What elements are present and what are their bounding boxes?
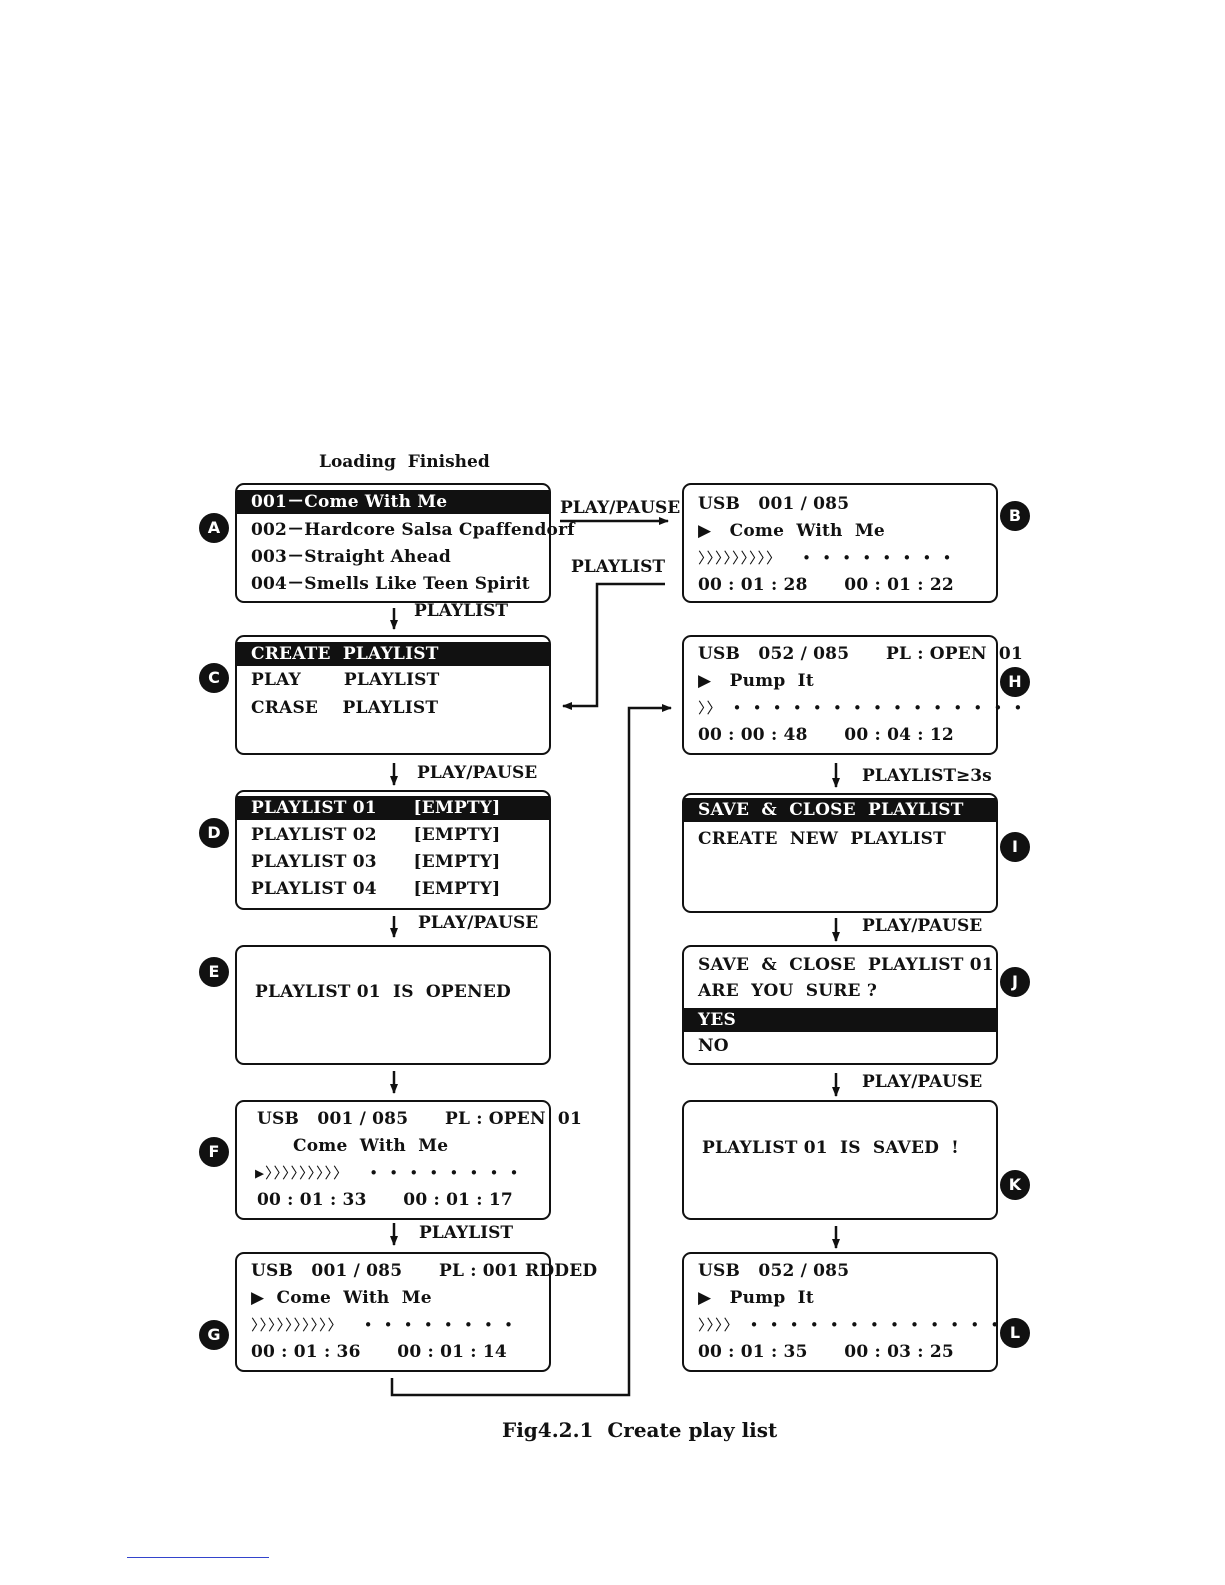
screen-d-line-2: PLAYLIST 02 [EMPTY] (251, 825, 501, 845)
badge-d: D (199, 818, 229, 848)
screen-l-line-2: ▶ Pump It (698, 1288, 814, 1308)
screen-a-line-2: 002－Hardcore Salsa Cpaffendorf (251, 520, 575, 540)
screen-c: CREATE PLAYLIST PLAY PLAYLIST CRASE PLAY… (235, 635, 551, 755)
screen-b-line-1: USB 001 / 085 (698, 494, 850, 514)
screen-e-line-1: PLAYLIST 01 IS OPENED (255, 982, 511, 1002)
label-b-to-c: PLAYLIST (571, 557, 666, 577)
screen-f-line-2: Come With Me (293, 1136, 449, 1156)
screen-j-option-no: NO (698, 1036, 729, 1056)
screen-b: USB 001 / 085 ▶ Come With Me 〉〉〉〉〉〉〉〉〉 •… (682, 483, 998, 603)
screen-l: USB 052 / 085 ▶ Pump It 〉〉〉〉 • • • • • •… (682, 1252, 1001, 1372)
badge-h: H (1000, 667, 1030, 697)
diagram-title: Loading Finished (319, 452, 490, 472)
screen-d-line-3: PLAYLIST 03 [EMPTY] (251, 852, 501, 872)
screen-l-line-1: USB 052 / 085 (698, 1261, 850, 1281)
screen-h-line-4: 00 : 00 : 48 00 : 04 : 12 (698, 725, 954, 745)
screen-c-line-1: CREATE PLAYLIST (237, 642, 549, 666)
screen-g-progress: 〉〉〉〉〉〉〉〉〉〉 • • • • • • • • (251, 1316, 515, 1334)
screen-d-line-1: PLAYLIST 01 [EMPTY] (237, 796, 549, 820)
label-j-to-k: PLAY/PAUSE (862, 1072, 983, 1092)
screen-i: SAVE & CLOSE PLAYLIST CREATE NEW PLAYLIS… (682, 793, 998, 913)
label-h-to-i: PLAYLIST≥3s (862, 766, 992, 786)
screen-e: PLAYLIST 01 IS OPENED (235, 945, 551, 1065)
badge-b: B (1000, 501, 1030, 531)
label-c-to-d: PLAY/PAUSE (417, 763, 538, 783)
screen-j-option-yes: YES (684, 1008, 996, 1032)
screen-k-line-1: PLAYLIST 01 IS SAVED ! (702, 1138, 959, 1158)
badge-e: E (199, 957, 229, 987)
badge-g: G (199, 1320, 229, 1350)
screen-c-line-2: PLAY PLAYLIST (251, 670, 440, 690)
figure-caption: Fig4.2.1 Create play list (502, 1418, 778, 1442)
badge-c: C (199, 663, 229, 693)
label-f-to-g: PLAYLIST (419, 1223, 514, 1243)
screen-a-line-3: 003－Straight Ahead (251, 547, 451, 567)
screen-f-progress: ▶〉〉〉〉〉〉〉〉〉 • • • • • • • • (255, 1164, 520, 1182)
screen-j-line-2: ARE YOU SURE ? (698, 981, 877, 1001)
screen-a-line-1: 001－Come With Me (237, 490, 549, 514)
badge-l: L (1000, 1318, 1030, 1348)
label-a-to-b: PLAY/PAUSE (560, 498, 681, 518)
screen-g: USB 001 / 085 PL : 001 RDDED ▶ Come With… (235, 1252, 598, 1372)
screen-h-progress: 〉〉 • • • • • • • • • • • • • • • (698, 699, 1024, 717)
screen-g-line-1: USB 001 / 085 PL : 001 RDDED (251, 1261, 598, 1281)
badge-j: J (1000, 967, 1030, 997)
screen-g-line-4: 00 : 01 : 36 00 : 01 : 14 (251, 1342, 507, 1362)
screen-d-line-4: PLAYLIST 04 [EMPTY] (251, 879, 501, 899)
badge-a: A (199, 513, 229, 543)
arrow-g-to-h (390, 704, 672, 1397)
label-i-to-j: PLAY/PAUSE (862, 916, 983, 936)
screen-h-line-1: USB 052 / 085 PL : OPEN 01 (698, 644, 1023, 664)
arrow-b-to-c (562, 582, 665, 710)
screen-b-line-2: ▶ Come With Me (698, 521, 885, 541)
screen-f-line-1: USB 001 / 085 PL : OPEN 01 (257, 1109, 582, 1129)
screen-b-progress: 〉〉〉〉〉〉〉〉〉 • • • • • • • • (698, 549, 953, 567)
screen-h-line-2: ▶ Pump It (698, 671, 814, 691)
screen-f: USB 001 / 085 PL : OPEN 01 Come With Me … (235, 1100, 582, 1220)
screen-b-line-4: 00 : 01 : 28 00 : 01 : 22 (698, 575, 954, 595)
screen-l-line-4: 00 : 01 : 35 00 : 03 : 25 (698, 1342, 954, 1362)
label-d-to-e: PLAY/PAUSE (418, 913, 539, 933)
badge-k: K (1000, 1170, 1030, 1200)
badge-i: I (1000, 832, 1030, 862)
label-a-to-c: PLAYLIST (414, 601, 509, 621)
footer-rule (127, 1557, 269, 1558)
screen-a: 001－Come With Me 002－Hardcore Salsa Cpaf… (235, 483, 575, 603)
screen-l-progress: 〉〉〉〉 • • • • • • • • • • • • • (698, 1316, 1001, 1334)
screen-g-line-2: ▶ Come With Me (251, 1288, 432, 1308)
screen-f-line-4: 00 : 01 : 33 00 : 01 : 17 (257, 1190, 513, 1210)
screen-h: USB 052 / 085 PL : OPEN 01 ▶ Pump It 〉〉 … (682, 635, 1024, 755)
screen-j: SAVE & CLOSE PLAYLIST 01 ARE YOU SURE ? … (682, 945, 998, 1065)
screen-c-line-3: CRASE PLAYLIST (251, 698, 439, 718)
screen-i-line-1: SAVE & CLOSE PLAYLIST (684, 798, 996, 822)
screen-a-line-4: 004－Smells Like Teen Spirit (251, 574, 530, 594)
screen-i-line-2: CREATE NEW PLAYLIST (698, 829, 946, 849)
screen-k: PLAYLIST 01 IS SAVED ! (682, 1100, 998, 1220)
badge-f: F (199, 1137, 229, 1167)
screen-j-line-1: SAVE & CLOSE PLAYLIST 01 (698, 955, 994, 975)
screen-d: PLAYLIST 01 [EMPTY] PLAYLIST 02 [EMPTY] … (235, 790, 551, 910)
